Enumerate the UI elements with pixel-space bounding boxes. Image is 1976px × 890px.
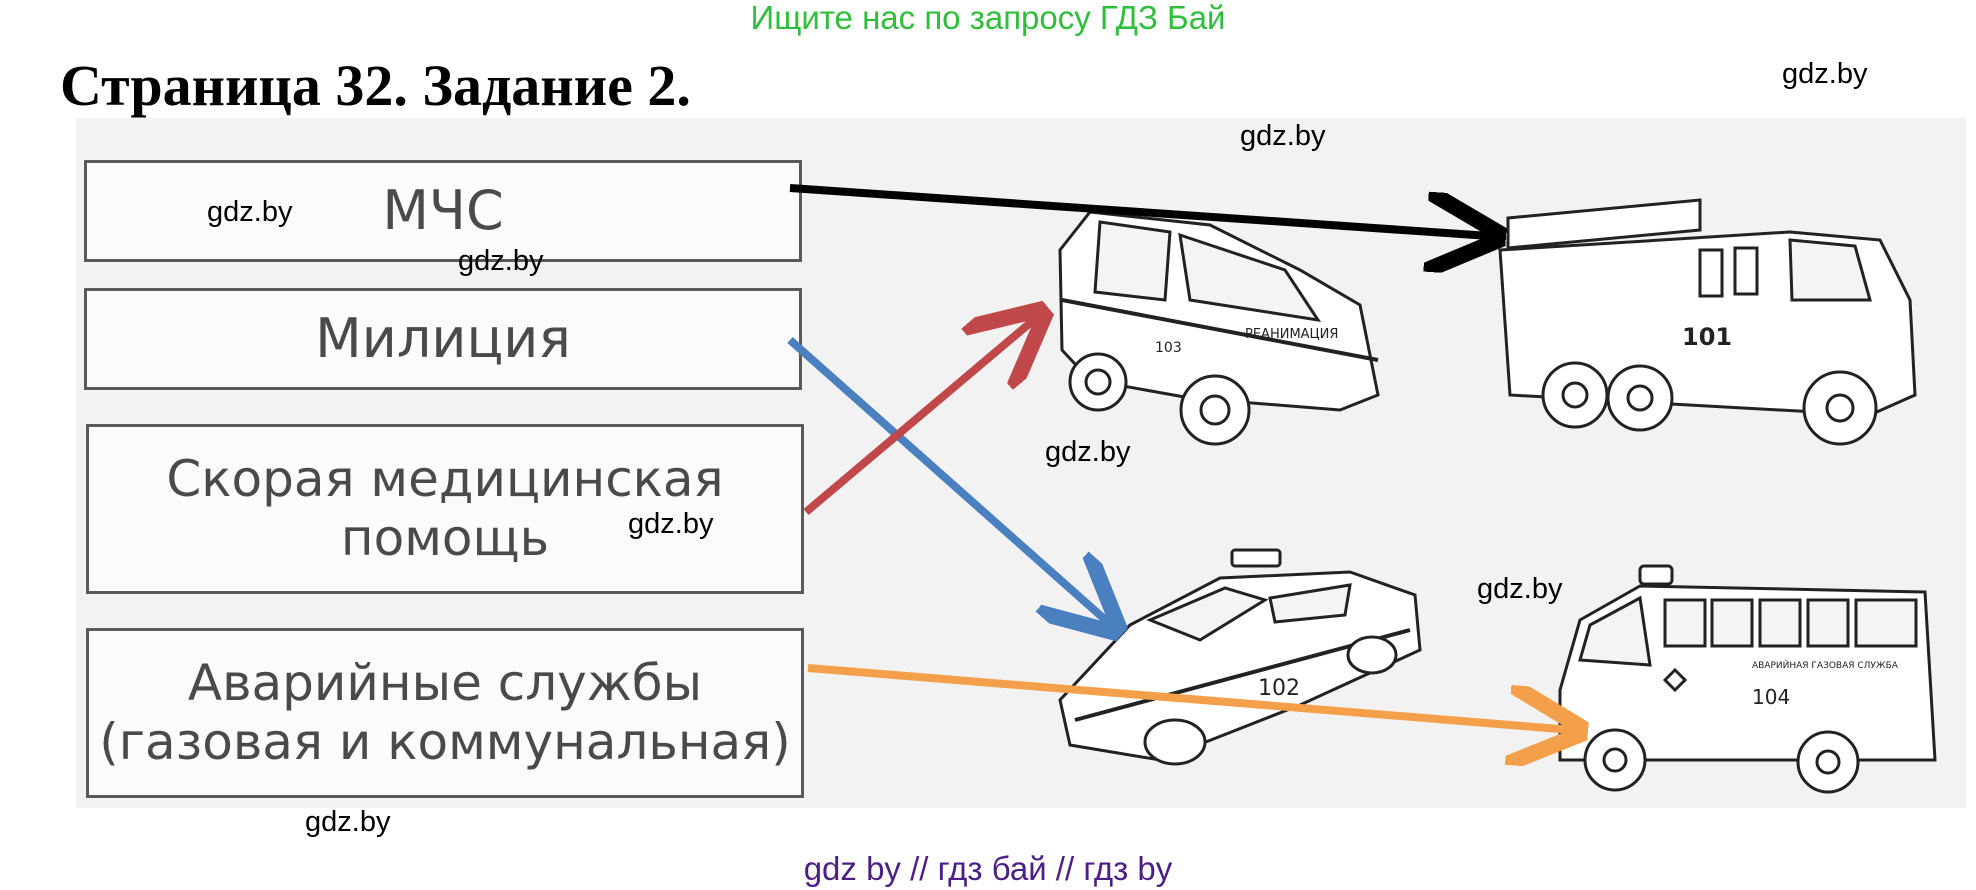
service-label: (газовая и коммунальная) — [99, 713, 791, 771]
police-car-drawing: 102 — [1058, 548, 1422, 766]
watermark: gdz.by — [1045, 436, 1131, 468]
gas-van-number: 104 — [1752, 685, 1790, 709]
service-label: Аварийные службы — [187, 654, 703, 712]
service-label: помощь — [340, 509, 550, 567]
service-box-ambulance: Скорая медицинская помощь — [86, 424, 804, 594]
service-label: Милиция — [315, 307, 571, 371]
watermark: gdz.by — [305, 806, 391, 838]
gas-van-drawing: АВАРИЙНАЯ ГАЗОВАЯ СЛУЖБА 104 — [1558, 564, 1937, 794]
ambulance-side-text: РЕАНИМАЦИЯ — [1245, 327, 1338, 342]
footer-watermark: gdz by // гдз бай // гдз by — [803, 850, 1173, 887]
ambulance-number: 103 — [1155, 340, 1182, 356]
watermark: gdz.by — [1782, 58, 1868, 90]
search-banner: Ищите нас по запросу ГДЗ Бай — [750, 0, 1226, 36]
service-label: МЧС — [382, 179, 504, 243]
watermark: gdz.by — [628, 508, 714, 540]
service-box-mchs: МЧС — [84, 160, 802, 262]
gas-van-side-text: АВАРИЙНАЯ ГАЗОВАЯ СЛУЖБА — [1752, 659, 1899, 671]
page-title: Страница 32. Задание 2. — [60, 53, 691, 118]
service-label: Скорая медицинская — [166, 450, 724, 508]
arrow-emergency-to-gas-van — [807, 664, 1572, 730]
fire-truck-drawing: 101 — [1498, 198, 1917, 446]
watermark: gdz.by — [207, 196, 293, 228]
fire-truck-number: 101 — [1682, 323, 1732, 351]
service-box-emergency: Аварийные службы (газовая и коммунальная… — [86, 628, 804, 798]
arrow-police-to-police-car — [787, 337, 1110, 624]
service-box-police: Милиция — [84, 288, 802, 390]
police-car-number: 102 — [1258, 676, 1300, 701]
arrow-mchs-to-fire-truck — [789, 184, 1490, 236]
ambulance-drawing: РЕАНИМАЦИЯ 103 — [1058, 210, 1380, 446]
watermark: gdz.by — [1477, 573, 1563, 605]
watermark: gdz.by — [1240, 120, 1326, 152]
watermark: gdz.by — [458, 245, 544, 277]
arrow-ambulance-to-ambulance — [803, 318, 1036, 516]
